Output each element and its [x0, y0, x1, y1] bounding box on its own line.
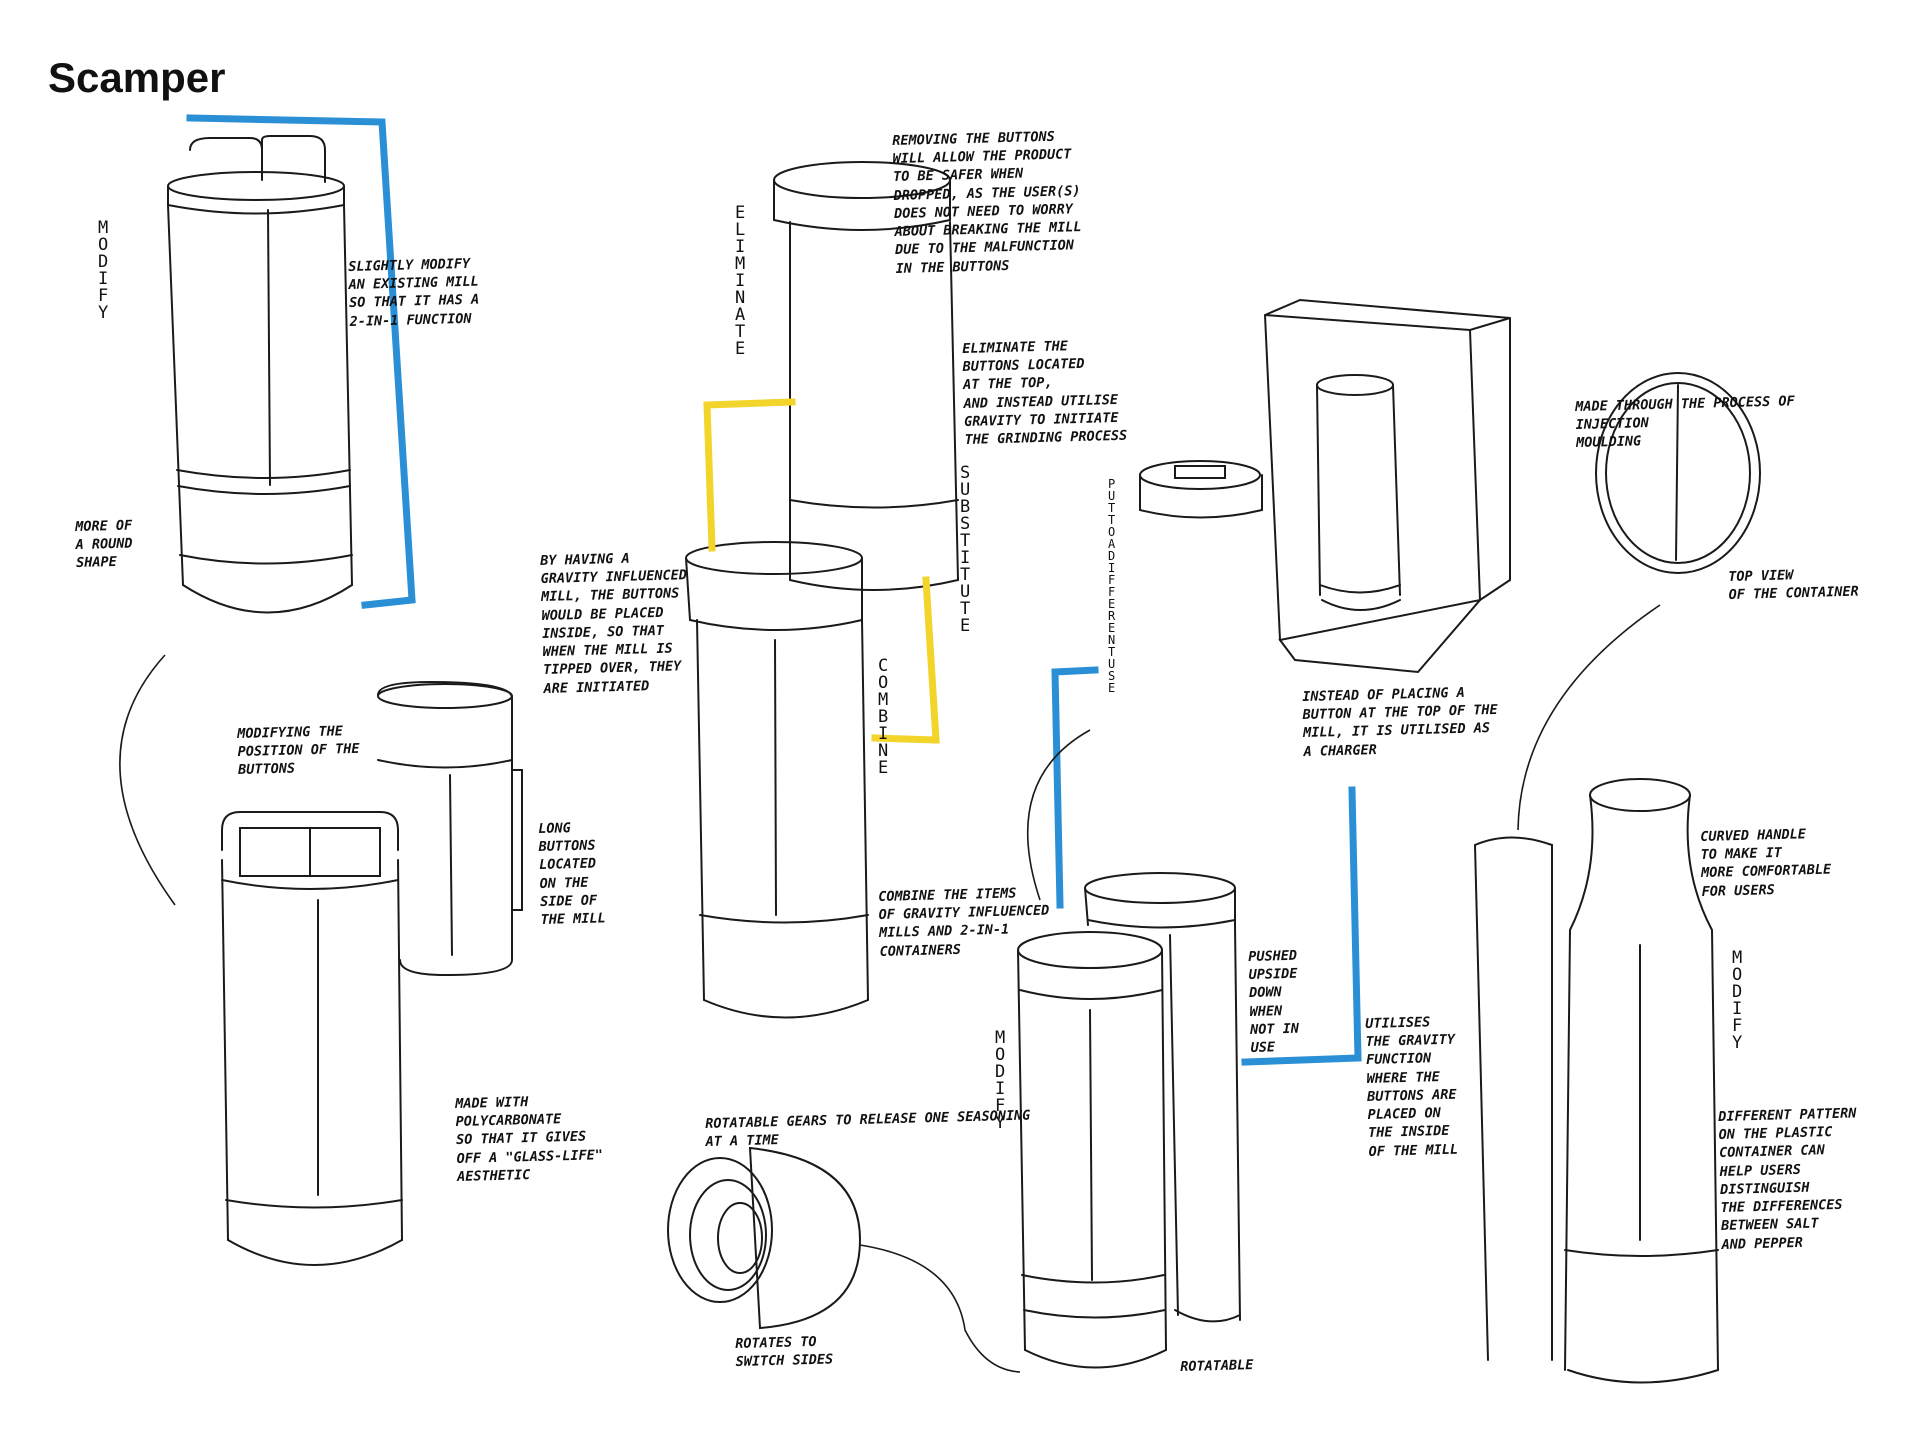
stage-combine-label: C O M B I N E [878, 658, 888, 777]
stage-modify-3-label: M O D I F Y [1732, 950, 1742, 1052]
mill-sketch-combine [685, 541, 869, 1019]
stage-word-modify: M O D I F Y [98, 218, 109, 323]
note-gravity-influenced: BY HAVING A GRAVITY INFLUENCED MILL, THE… [540, 550, 688, 697]
note-rotates-switch: ROTATES TO SWITCH SIDES [735, 1333, 834, 1371]
note-different-pattern: DIFFERENT PATTERN ON THE PLASTIC CONTAIN… [1718, 1105, 1857, 1253]
stage-word-eliminate: E L I M I N A T E [735, 203, 746, 359]
mill-sketch-eliminate [773, 161, 959, 591]
note-combine-items: COMBINE THE ITEMS OF GRAVITY INFLUENCED … [878, 885, 1050, 960]
note-utilises-gravity: UTILISES THE GRAVITY FUNCTION WHERE THE … [1365, 1014, 1459, 1160]
note-removing-buttons: REMOVING THE BUTTONS WILL ALLOW THE PROD… [892, 128, 1082, 277]
note-charger: INSTEAD OF PLACING A BUTTON AT THE TOP O… [1302, 684, 1498, 760]
stage-eliminate-label: E L I M I N A T E [735, 205, 745, 358]
note-curved-handle: CURVED HANDLE TO MAKE IT MORE COMFORTABL… [1700, 826, 1832, 900]
note-injection-moulding: MADE THROUGH THE PROCESS OF INJECTION MO… [1575, 393, 1795, 452]
note-pushed-upside: PUSHED UPSIDE DOWN WHEN NOT IN USE [1248, 947, 1300, 1057]
stage-word-modify-2: M O D I F Y [995, 1028, 1006, 1133]
note-slightly-modify: SLIGHTLY MODIFY AN EXISTING MILL SO THAT… [348, 255, 480, 330]
stage-word-put-to-different-use: P U T T O A D I F F E R E N T U S E [1108, 477, 1116, 695]
mill-sketch-modify [167, 135, 353, 614]
note-top-view: TOP VIEW OF THE CONTAINER [1728, 567, 1859, 604]
note-long-buttons: LONG BUTTONS LOCATED ON THE SIDE OF THE … [538, 820, 606, 929]
note-round-shape: MORE OF A ROUND SHAPE [75, 517, 133, 572]
stage-word-combine: C O M B I N E [878, 656, 889, 778]
page-title: Scamper [48, 54, 226, 101]
charger-dock-sketch [1139, 298, 1511, 674]
top-view-sketch [1595, 372, 1761, 574]
note-polycarbonate: MADE WITH POLYCARBONATE SO THAT IT GIVES… [455, 1094, 604, 1185]
note-rotatable: ROTATABLE [1180, 1357, 1254, 1375]
curved-mill-sketch [1474, 778, 1719, 1384]
stage-word-substitute: S U B S T I T U T E [960, 463, 971, 636]
stage-substitute-label: S U B S T I T U T E [960, 465, 970, 635]
mill-sketch-side-buttons [221, 680, 523, 1266]
stage-modify-2-label: M O D I F Y [995, 1030, 1005, 1132]
stage-connectors [186, 114, 1362, 1066]
note-modifying-position: MODIFYING THE POSITION OF THE BUTTONS [237, 723, 360, 779]
stage-word-modify-3: M O D I F Y [1732, 948, 1743, 1053]
gear-sketch [667, 1146, 862, 1330]
mill-pair-sketch [1017, 872, 1241, 1369]
note-eliminate-buttons: ELIMINATE THE BUTTONS LOCATED AT THE TOP… [962, 338, 1128, 449]
stage-modify-label: M O D I F Y [98, 220, 108, 322]
stage-put-to-different-use-label: P U T T O A D I F F E R E N T U S E [1108, 478, 1115, 694]
annotation-arrows [119, 604, 1661, 1373]
